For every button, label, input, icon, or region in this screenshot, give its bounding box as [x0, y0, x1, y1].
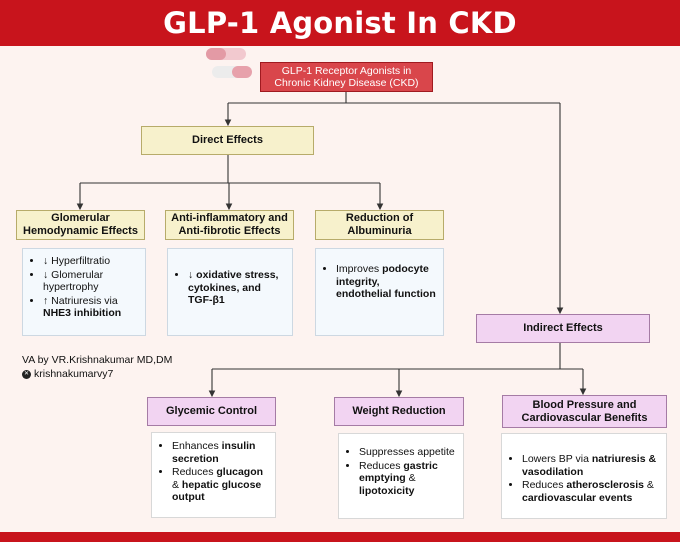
list-item: ↓ Hyperfiltratio	[43, 255, 139, 268]
bp-line-2: Cardiovascular Benefits	[521, 411, 648, 424]
albuminuria-line-1: Reduction of	[345, 212, 414, 224]
indirect-effects-node: Indirect Effects	[476, 314, 650, 343]
list-item: Reduces atherosclerosis & cardiovascular…	[522, 479, 662, 504]
weight-node: Weight Reduction	[334, 397, 464, 426]
antiinflammatory-node: Anti-inflammatory and Anti-fibrotic Effe…	[165, 210, 294, 240]
list-item: ↓ oxidative stress, cytokines, and TGF-β…	[188, 269, 286, 307]
antiinflammatory-details: ↓ oxidative stress, cytokines, and TGF-β…	[167, 248, 293, 336]
author-handle: krishnakumarvy7	[34, 368, 114, 380]
albuminuria-node: Reduction of Albuminuria	[315, 210, 444, 240]
list-item: ↑ Natriuresis via NHE3 inhibition	[43, 295, 139, 320]
direct-effects-label: Direct Effects	[192, 134, 263, 146]
weight-label: Weight Reduction	[352, 405, 446, 417]
albuminuria-line-2: Albuminuria	[347, 225, 412, 237]
bp-line-1: Blood Pressure and	[532, 398, 637, 411]
author-credit: VA by VR.Krishnakumar MD,DM ✕ krishnakum…	[22, 353, 172, 381]
direct-effects-node: Direct Effects	[141, 126, 314, 155]
antiinflammatory-line-2: Anti-fibrotic Effects	[178, 225, 281, 237]
list-item: Enhances insulin secretion	[172, 440, 271, 465]
root-line-1: GLP-1 Receptor Agonists in	[281, 65, 412, 77]
glycemic-label: Glycemic Control	[165, 405, 258, 417]
x-logo-icon: ✕	[22, 369, 31, 379]
glomerular-details: ↓ Hyperfiltratio ↓ Glomerular hypertroph…	[22, 248, 146, 336]
list-item: Reduces gastric emptying & lipotoxicity	[359, 460, 459, 498]
author-handle-row: ✕ krishnakumarvy7	[22, 367, 172, 381]
list-item: ↓ Glomerular hypertrophy	[43, 269, 139, 294]
root-line-2: Chronic Kidney Disease (CKD)	[274, 77, 419, 89]
albuminuria-details: Improves podocyte integrity, endothelial…	[315, 248, 444, 336]
bottom-bar	[0, 532, 680, 542]
glomerular-line-1: Glomerular	[51, 212, 110, 224]
indirect-effects-label: Indirect Effects	[523, 322, 603, 334]
bp-node: Blood Pressure and Cardiovascular Benefi…	[502, 395, 667, 428]
author-name: VA by VR.Krishnakumar MD,DM	[22, 354, 173, 366]
page-title: GLP-1 Agonist In CKD	[163, 6, 517, 40]
weight-details: Suppresses appetite Reduces gastric empt…	[338, 433, 464, 519]
bp-details: Lowers BP via natriuresis & vasodilation…	[501, 433, 667, 519]
title-bar: GLP-1 Agonist In CKD	[0, 0, 680, 46]
list-item: Lowers BP via natriuresis & vasodilation	[522, 453, 662, 478]
glomerular-node: Glomerular Hemodynamic Effects	[16, 210, 145, 240]
list-item: Suppresses appetite	[359, 446, 459, 459]
glomerular-line-2: Hemodynamic Effects	[23, 225, 138, 237]
glycemic-details: Enhances insulin secretion Reduces gluca…	[151, 432, 276, 518]
list-item: Improves podocyte integrity, endothelial…	[336, 263, 437, 301]
antiinflammatory-line-1: Anti-inflammatory and	[171, 212, 288, 224]
glycemic-node: Glycemic Control	[147, 397, 276, 426]
list-item: Reduces glucagon & hepatic glucose outpu…	[172, 466, 271, 504]
capsule-icon	[206, 48, 252, 78]
root-node: GLP-1 Receptor Agonists in Chronic Kidne…	[260, 62, 433, 92]
